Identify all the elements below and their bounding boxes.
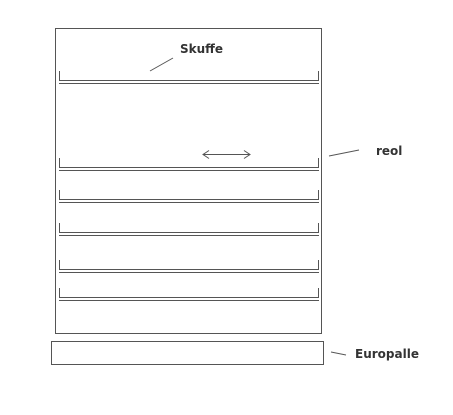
europalle-pallet bbox=[51, 341, 324, 365]
europalle-label: Europalle bbox=[355, 347, 419, 361]
shelf-3 bbox=[59, 190, 319, 203]
reol-leader-line bbox=[328, 149, 360, 157]
rack-frame bbox=[55, 28, 322, 334]
europalle-leader-line bbox=[330, 351, 347, 356]
double-headed-arrow-icon bbox=[202, 150, 251, 159]
reol-label: reol bbox=[376, 144, 403, 158]
shelves-group bbox=[59, 71, 319, 301]
skuffe-label: Skuffe bbox=[180, 42, 224, 56]
shelf-drawer-1 bbox=[59, 71, 319, 84]
shelf-4 bbox=[59, 223, 319, 236]
shelf-6 bbox=[59, 288, 319, 301]
skuffe-leader-line bbox=[149, 57, 174, 72]
shelf-5 bbox=[59, 260, 319, 273]
shelf-2 bbox=[59, 158, 319, 171]
